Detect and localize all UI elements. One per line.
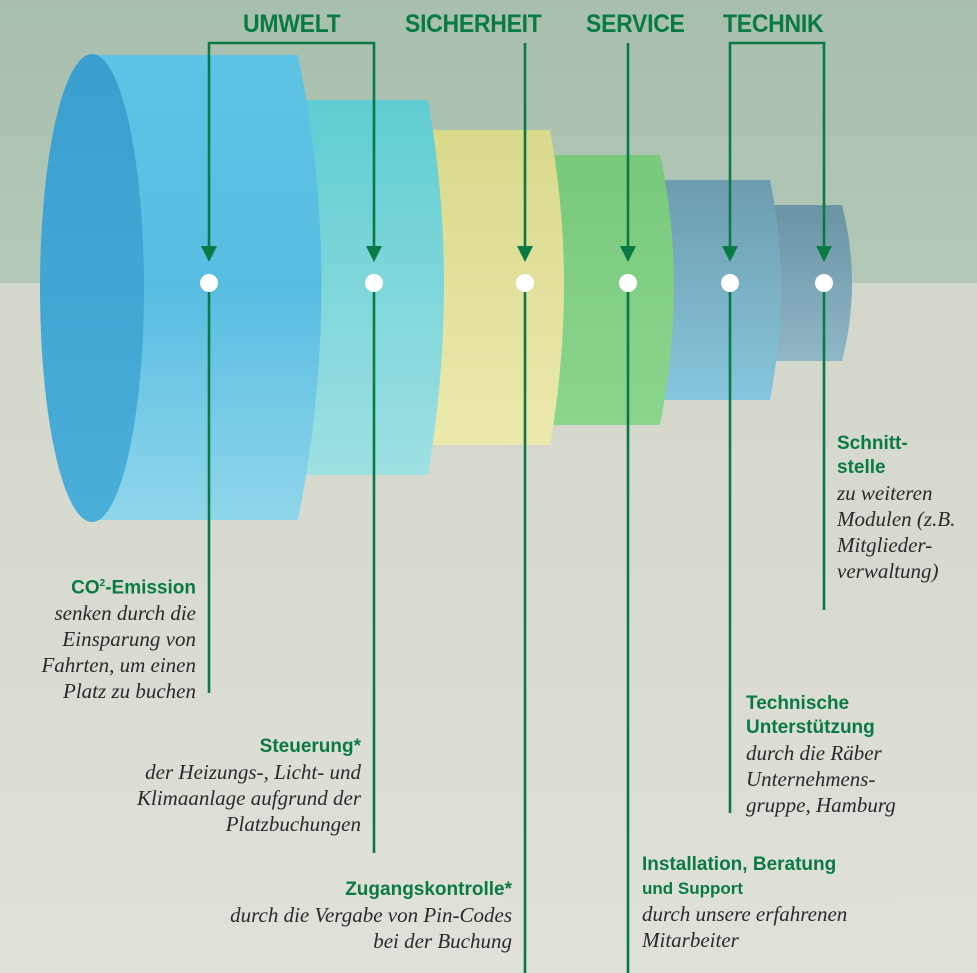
co2-line-1: senken durch die — [54, 601, 196, 626]
schnittstelle-line-3: Mitglieder- — [837, 533, 933, 557]
technik-bracket — [728, 41, 826, 248]
zugang-line-2: bei der Buchung — [373, 929, 512, 953]
installation-title-2: und Support — [642, 879, 744, 898]
zugang-block: Zugangskontrolle* durch die Vergabe von … — [230, 878, 512, 954]
funnel-front-face — [40, 54, 144, 522]
arrowhead-6 — [816, 246, 832, 262]
zugang-title: Zugangskontrolle* — [345, 879, 512, 900]
category-umwelt: UMWELT — [243, 10, 341, 38]
band-yellow — [420, 130, 564, 445]
schnittstelle-line-4: verwaltung) — [837, 559, 939, 583]
umwelt-bracket — [207, 41, 376, 248]
steuerung-line-3: Platzbuchungen — [225, 812, 361, 836]
dot-5 — [721, 274, 739, 292]
installation-block: Installation, Beratung und Support durch… — [642, 853, 847, 953]
dot-6 — [815, 274, 833, 292]
co2-line-4: Platz zu buchen — [63, 679, 196, 704]
installation-line-2: Mitarbeiter — [642, 928, 739, 952]
schnittstelle-title-1: Schnitt- — [837, 433, 908, 454]
dot-4 — [619, 274, 637, 292]
arrowhead-3 — [517, 246, 533, 262]
technische-line-3: gruppe, Hamburg — [746, 793, 896, 817]
category-sicherheit: SICHERHEIT — [405, 10, 542, 38]
steuerung-block: Steuerung* der Heizungs-, Licht- und Kli… — [137, 735, 361, 837]
technische-block: Technische Unterstützung durch die Räber… — [746, 692, 896, 818]
steuerung-title: Steuerung* — [259, 736, 361, 757]
zugang-line-1: durch die Vergabe von Pin-Codes — [230, 903, 512, 927]
co2-title: CO2-Emission — [71, 577, 196, 599]
installation-title-1: Installation, Beratung — [642, 854, 837, 875]
co2-line-3: Fahrten, um einen — [41, 653, 196, 678]
technische-line-1: durch die Räber — [746, 741, 882, 765]
dot-1 — [200, 274, 218, 292]
category-technik: TECHNIK — [723, 10, 824, 38]
schnittstelle-line-1: zu weiteren — [837, 481, 933, 505]
schnittstelle-title-2: stelle — [837, 457, 886, 478]
dot-3 — [516, 274, 534, 292]
band-slate — [760, 205, 852, 361]
technische-title-1: Technische — [746, 693, 850, 714]
category-service: SERVICE — [586, 10, 685, 38]
technische-title-2: Unterstützung — [746, 717, 875, 738]
arrowhead-1 — [201, 246, 217, 262]
installation-line-1: durch unsere erfahrenen — [642, 902, 848, 926]
co2-line-2: Einsparung von — [62, 627, 196, 652]
steuerung-line-1: der Heizungs-, Licht- und — [145, 760, 361, 784]
technische-line-2: Unternehmens- — [746, 767, 876, 791]
schnittstelle-line-2: Modulen (z.B. — [837, 507, 956, 531]
arrowhead-4 — [620, 246, 636, 262]
dot-2 — [365, 274, 383, 292]
arrowhead-5 — [722, 246, 738, 262]
co2-block: CO2-Emission senken durch die Einsparung… — [41, 572, 196, 704]
steuerung-line-2: Klimaanlage aufgrund der — [137, 786, 361, 810]
band-steel — [654, 180, 781, 400]
arrowhead-2 — [366, 246, 382, 262]
band-green — [540, 155, 674, 425]
schnittstelle-block: Schnitt- stelle zu weiteren Modulen (z.B… — [837, 432, 955, 584]
